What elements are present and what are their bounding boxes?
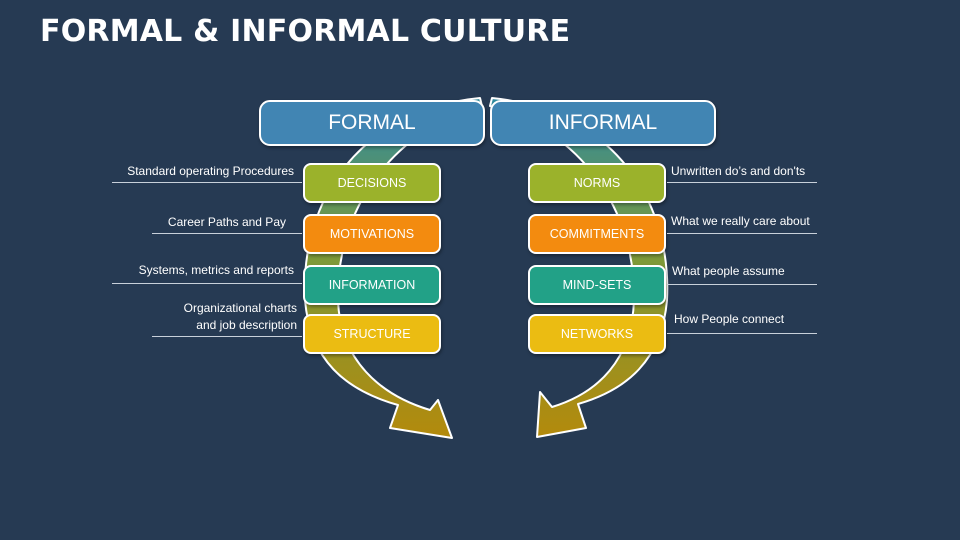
formal-note-line [152,336,302,337]
formal-note-structure: Organizational charts and job descriptio… [183,301,297,332]
informal-note-line [667,233,817,234]
formal-pill-information: INFORMATION [303,265,441,305]
informal-pill-commitments: COMMITMENTS [528,214,666,254]
formal-note-line [112,283,302,284]
informal-note-mind-sets: What people assume [672,264,785,278]
informal-pill-norms: NORMS [528,163,666,203]
formal-note-line [112,182,302,183]
formal-pill-motivations: MOTIVATIONS [303,214,441,254]
informal-note-commitments: What we really care about [671,214,810,228]
informal-note-line [667,333,817,334]
formal-pill-structure: STRUCTURE [303,314,441,354]
informal-pill-networks: NETWORKS [528,314,666,354]
formal-pill-decisions: DECISIONS [303,163,441,203]
page-title: FORMAL & INFORMAL CULTURE [40,14,571,49]
informal-note-line [667,284,817,285]
formal-note-line [152,233,302,234]
informal-note-line [667,182,817,183]
formal-note-motivations: Career Paths and Pay [167,215,286,229]
informal-note-networks: How People connect [674,312,785,326]
informal-pill-mind-sets: MIND-SETS [528,265,666,305]
informal-header: INFORMAL [490,100,716,146]
informal-note-norms: Unwritten do’s and don'ts [671,164,806,178]
formal-header: FORMAL [259,100,485,146]
formal-note-information: Systems, metrics and reports [138,263,294,277]
formal-note-decisions: Standard operating Procedures [127,164,294,178]
